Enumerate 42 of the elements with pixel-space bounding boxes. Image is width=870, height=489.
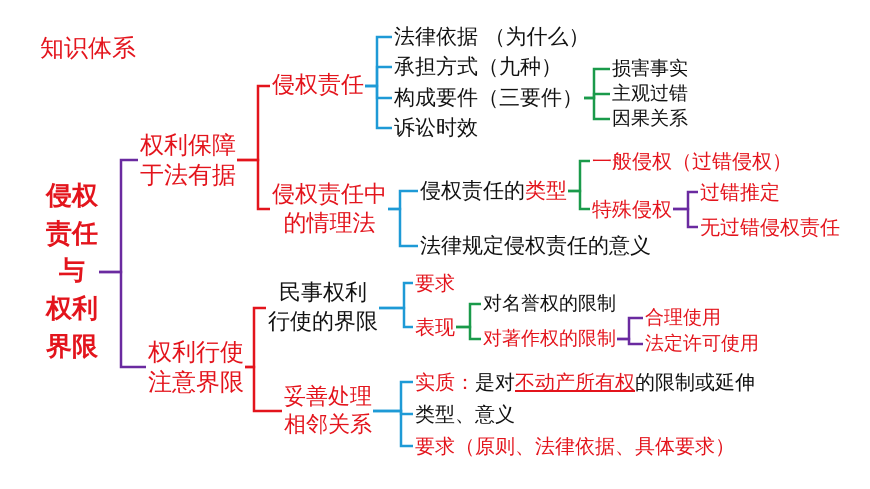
bracket-connector [245,366,282,412]
bracket-connector [388,208,418,248]
topic-text: 民事权利行使的界限 [268,279,378,337]
root-topic: 侵权责任与权利界限 [46,178,98,366]
topic-text: 侵权责任的类型 [420,178,567,204]
topic-text: 表现 [415,315,455,339]
bracket-connector [373,410,413,448]
topic-text: 过错推定 [700,180,780,204]
bracket-connector [237,158,270,210]
topic-text: 类型、意义 [415,402,515,426]
title: 知识体系 [40,33,136,64]
topic-text: 权利保障于法有据 [140,130,236,190]
topic-text: 实质：是对不动产所有权的限制或延伸 [415,370,755,394]
topic-text: 承担方式（九种） [394,54,562,80]
bracket-connector [673,208,698,228]
bracket-connector [617,338,643,346]
topic-text: 损害事实 [612,58,688,80]
topic-text: 一般侵权（过错侵权） [592,149,792,173]
topic-text: 对名誉权的限制 [483,292,616,316]
topic-text: 妥善处理相邻关系 [284,384,372,438]
bracket-connector [584,96,610,120]
topic-text: 权利行使注意界限 [148,337,244,397]
topic-text: 要求（原则、法律依据、具体要求） [415,434,735,458]
bracket-connector [379,306,413,328]
topic-text: 法律规定侵权责任的意义 [420,233,651,259]
topic-text: 法定许可使用 [645,332,759,356]
bracket-connector [365,84,392,130]
topic-text: 侵权责任 [272,72,364,100]
topic-text: 主观过错 [612,82,688,106]
topic-text: 无过错侵权责任 [700,215,840,239]
bracket-connector [456,326,481,340]
topic-text: 要求 [415,271,455,295]
topic-text: 侵权责任中的情理法 [272,180,387,238]
topic-text: 合理使用 [645,306,721,330]
topic-text: 对著作权的限制 [483,328,616,350]
topic-text: 构成要件（三要件） [394,85,583,111]
topic-text: 特殊侵权 [592,197,672,221]
bracket-connector [568,190,590,210]
topic-text: 因果关系 [612,108,688,130]
bracket-connector [99,270,146,368]
topic-text: 法律依据 （为什么） [394,24,590,50]
topic-text: 诉讼时效 [394,115,478,141]
